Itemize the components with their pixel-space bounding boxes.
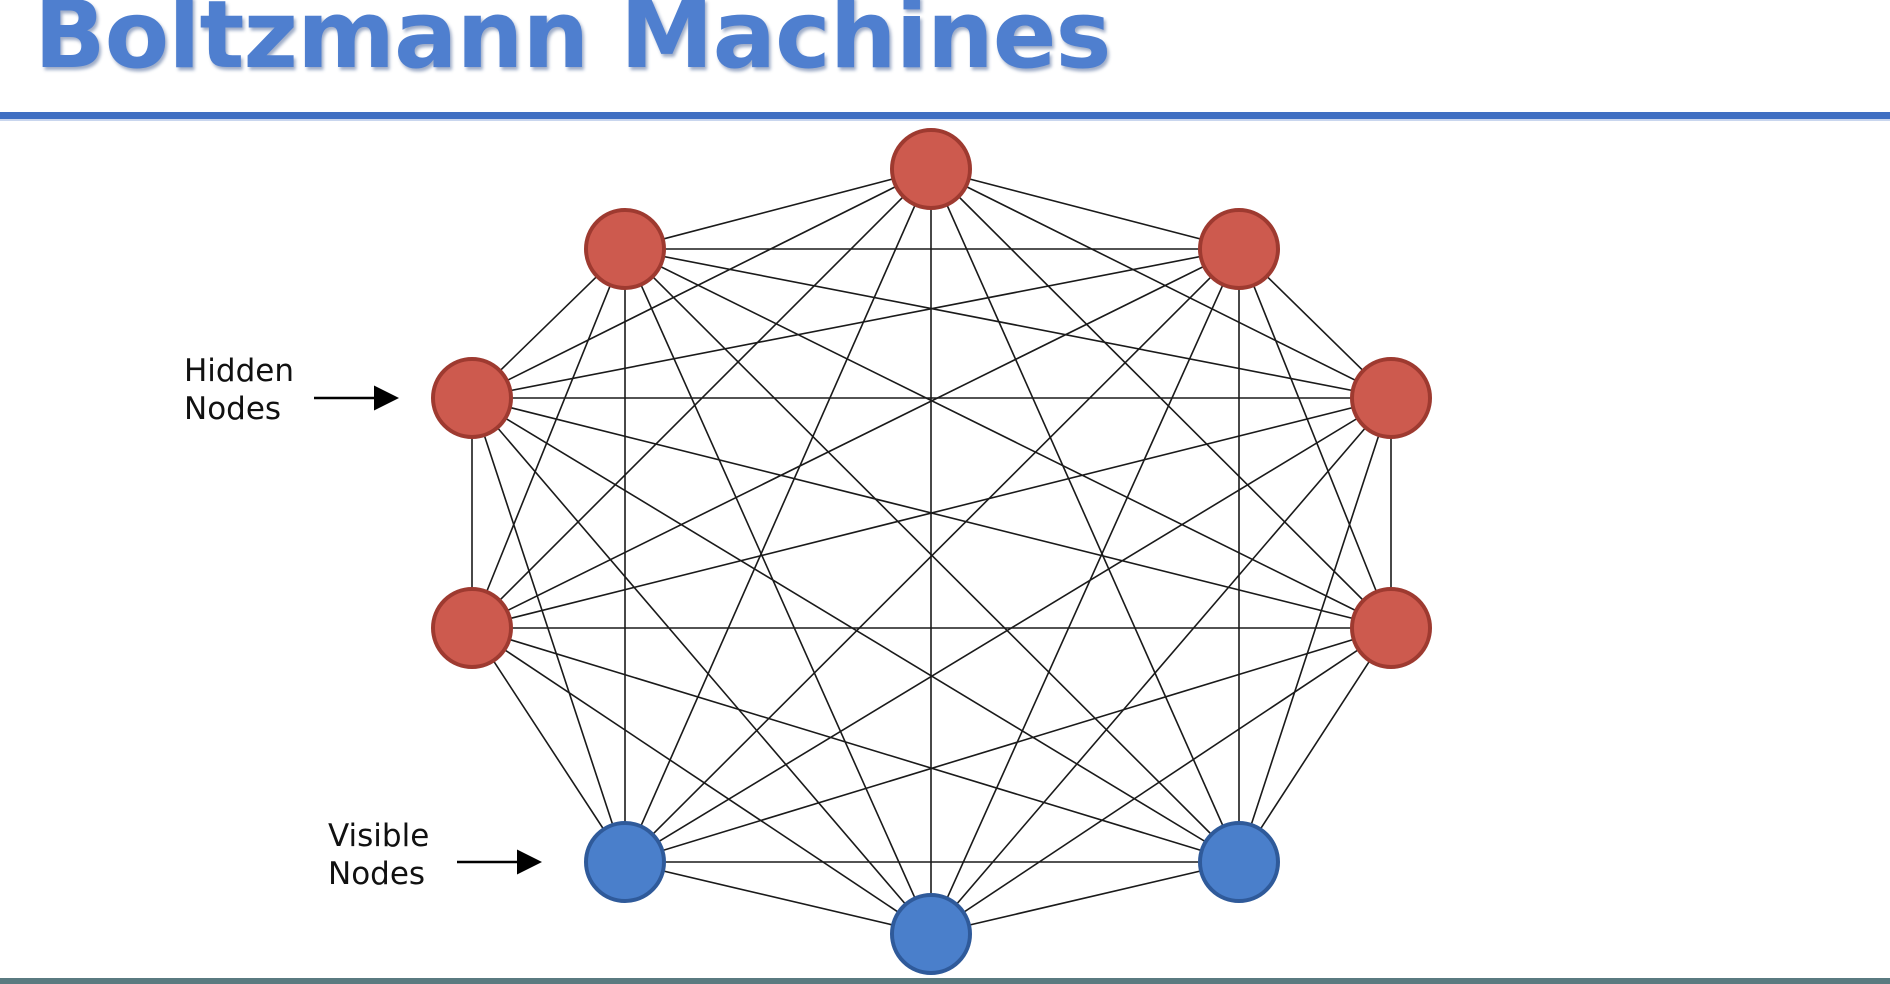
visible-nodes-label-line1: Visible xyxy=(328,818,430,854)
edge-h3-v3 xyxy=(930,248,1240,935)
edge-h1-h2 xyxy=(624,168,932,250)
title-divider xyxy=(0,112,1890,121)
edge-h2-h5 xyxy=(624,248,1392,399)
hidden-node-h1 xyxy=(890,128,972,210)
page-title: Boltzmann Machines xyxy=(34,0,1111,90)
edge-h6-v3 xyxy=(471,627,932,935)
edge-h1-h5 xyxy=(930,168,1392,399)
edge-h3-h4 xyxy=(471,248,1240,399)
hidden-node-h6 xyxy=(431,587,513,669)
hidden-nodes-label: Hidden Nodes xyxy=(184,352,294,428)
edge-h1-h3 xyxy=(930,168,1240,250)
node-group xyxy=(431,128,1432,975)
hidden-nodes-label-line1: Hidden xyxy=(184,353,294,389)
edge-h2-v3 xyxy=(624,248,932,935)
edge-h5-v1 xyxy=(624,397,1392,863)
edge-h5-v3 xyxy=(930,397,1392,935)
visible-node-v3 xyxy=(890,893,972,975)
edge-h4-v3 xyxy=(471,397,932,935)
edge-h3-v1 xyxy=(624,248,1240,863)
edge-h1-h4 xyxy=(471,168,932,399)
edge-h1-v2 xyxy=(930,168,1240,863)
edge-h5-v2 xyxy=(1238,397,1392,863)
hidden-node-h4 xyxy=(431,357,513,439)
edge-h1-v1 xyxy=(624,168,932,863)
edge-h7-v3 xyxy=(930,627,1392,935)
edge-h7-v2 xyxy=(1238,627,1392,863)
edge-h2-h7 xyxy=(624,248,1392,629)
edge-h4-v2 xyxy=(471,397,1240,863)
edge-h7-v1 xyxy=(624,627,1392,863)
bottom-divider xyxy=(0,978,1890,984)
visible-node-v1 xyxy=(584,821,666,903)
edge-h2-h6 xyxy=(471,248,626,629)
edge-h3-h7 xyxy=(1238,248,1392,629)
edge-v1-v3 xyxy=(624,861,932,935)
edge-h6-v2 xyxy=(471,627,1240,863)
hidden-node-h7 xyxy=(1350,587,1432,669)
visible-node-v2 xyxy=(1198,821,1280,903)
visible-nodes-label-line2: Nodes xyxy=(328,856,426,892)
visible-nodes-label: Visible Nodes xyxy=(328,817,429,893)
edge-v2-v3 xyxy=(930,861,1240,935)
hidden-node-h5 xyxy=(1350,357,1432,439)
edge-h5-h6 xyxy=(471,397,1392,629)
hidden-node-h3 xyxy=(1198,208,1280,290)
edge-group xyxy=(471,168,1392,935)
edge-h3-h6 xyxy=(471,248,1240,629)
edge-h6-v1 xyxy=(471,627,626,863)
hidden-node-h2 xyxy=(584,208,666,290)
edge-h4-v1 xyxy=(471,397,626,863)
hidden-nodes-label-line2: Nodes xyxy=(184,391,282,427)
